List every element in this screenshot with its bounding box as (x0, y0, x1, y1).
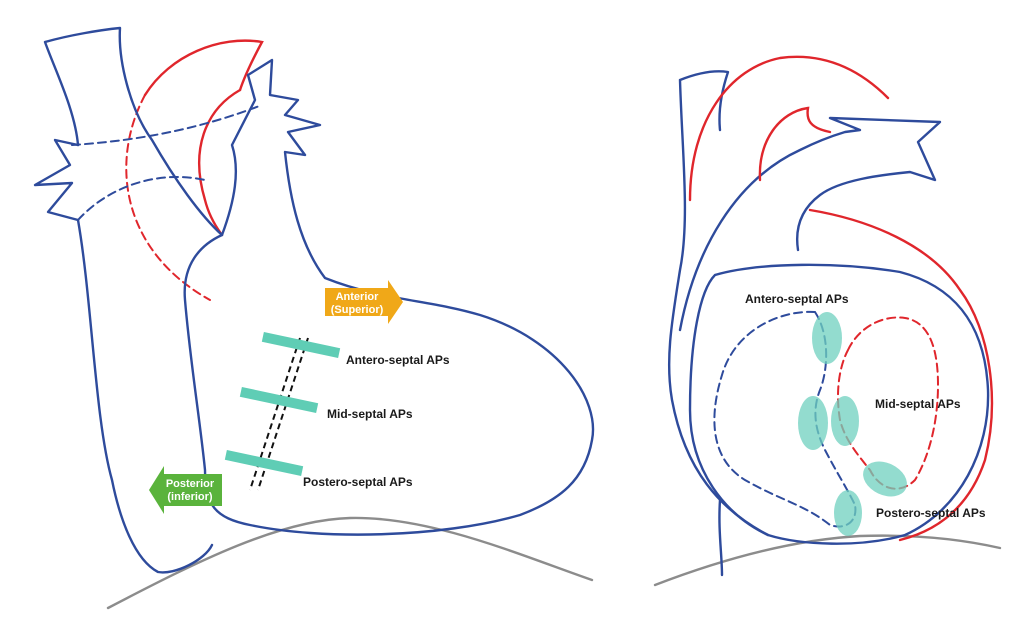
left-hidden-vein-upper (71, 104, 263, 146)
right-diaphragm-line (653, 534, 1002, 587)
left-bar-postero-septal (224, 450, 304, 476)
right-label-mid-septal: Mid-septal APs (875, 397, 961, 411)
right-blob-antero-septal (812, 312, 842, 364)
right-inner-arch (678, 116, 942, 332)
posterior-arrow: Posterior (inferior) (149, 466, 222, 514)
left-label-postero-septal: Postero-septal APs (303, 475, 413, 489)
left-aorta-outer (143, 39, 264, 97)
left-heart-panel: Antero-septal APs Mid-septal APs Postero… (33, 26, 595, 610)
anterior-arrow: Anterior (Superior) (325, 280, 403, 324)
right-red-inner (758, 106, 832, 182)
left-aorta-hidden-arc (125, 94, 211, 301)
left-jagged-vein (33, 138, 80, 222)
right-label-antero-septal: Antero-septal APs (745, 292, 849, 306)
left-bar-antero-septal (261, 332, 341, 358)
anterior-arrow-shape (325, 280, 403, 324)
left-hidden-vein-lower (77, 176, 206, 221)
right-blob-mid-septal-left (798, 396, 828, 450)
right-red-outer (688, 55, 890, 202)
right-blob-postero-septal-lower (834, 490, 862, 536)
anterior-arrow-line1: Anterior (336, 291, 380, 303)
right-blob-mid-septal-right (831, 396, 859, 446)
right-ventricle-bowl (688, 263, 990, 545)
left-label-antero-septal: Antero-septal APs (346, 353, 450, 367)
anterior-arrow-line2: (Superior) (331, 304, 384, 316)
right-label-postero-septal: Postero-septal APs (876, 506, 986, 520)
left-superior-vena-cava (43, 26, 224, 574)
posterior-arrow-line2: (inferior) (167, 491, 213, 503)
right-vena-cava-lower (718, 498, 724, 577)
posterior-arrow-line1: Posterior (166, 478, 215, 490)
right-outer-outline (667, 70, 770, 537)
left-label-mid-septal: Mid-septal APs (327, 407, 413, 421)
posterior-arrow-shape (149, 466, 222, 514)
right-heart-panel: Antero-septal APs Mid-septal APs Postero… (653, 55, 1002, 587)
left-ventricle-outline (183, 58, 595, 536)
right-blob-postero-septal-upper (863, 461, 907, 497)
left-diaphragm-line (106, 516, 594, 610)
left-bar-mid-septal (239, 387, 319, 413)
right-red-lateral (808, 208, 994, 542)
left-aorta-inner (198, 88, 242, 237)
